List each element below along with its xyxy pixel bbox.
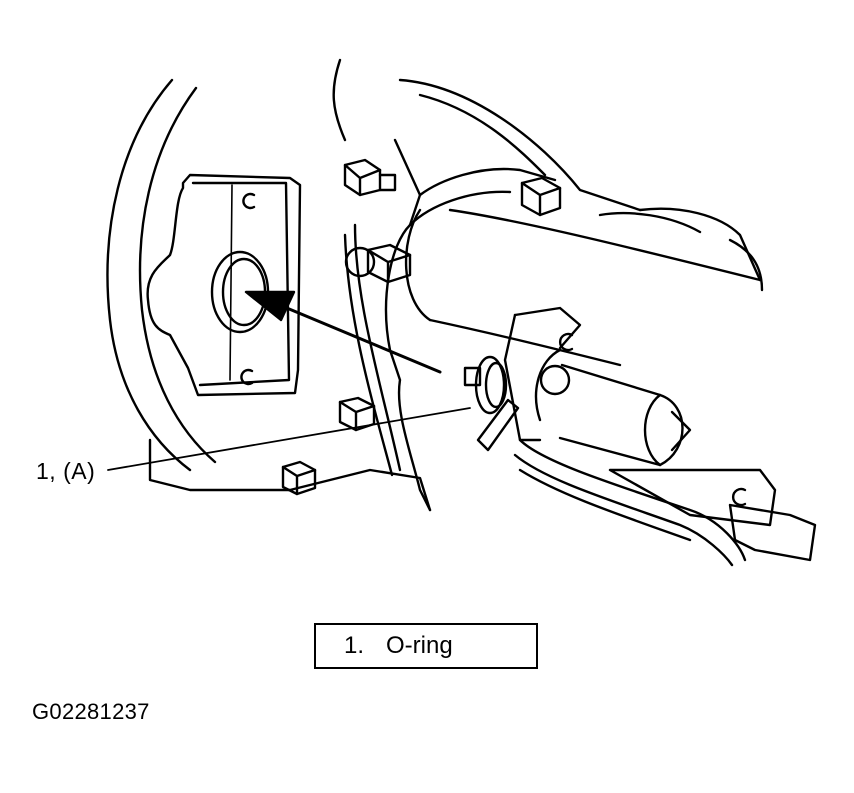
shaft-housing [404, 207, 764, 367]
legend-item-text: O-ring [386, 632, 453, 659]
solenoid-assembly [463, 306, 817, 567]
legend-item-number: 1. [344, 632, 365, 659]
housing-outline [106, 58, 642, 472]
figure-code: G02281237 [32, 699, 150, 724]
bolt-upper-right [520, 176, 562, 217]
callout-label: 1, (A) [36, 458, 96, 484]
legend-box: 1. O-ring [314, 623, 538, 669]
bolt-top [343, 158, 397, 197]
mounting-flange [146, 173, 302, 397]
insertion-arrow [244, 290, 442, 374]
cover-plate [148, 138, 557, 512]
callout-leader [107, 407, 471, 471]
